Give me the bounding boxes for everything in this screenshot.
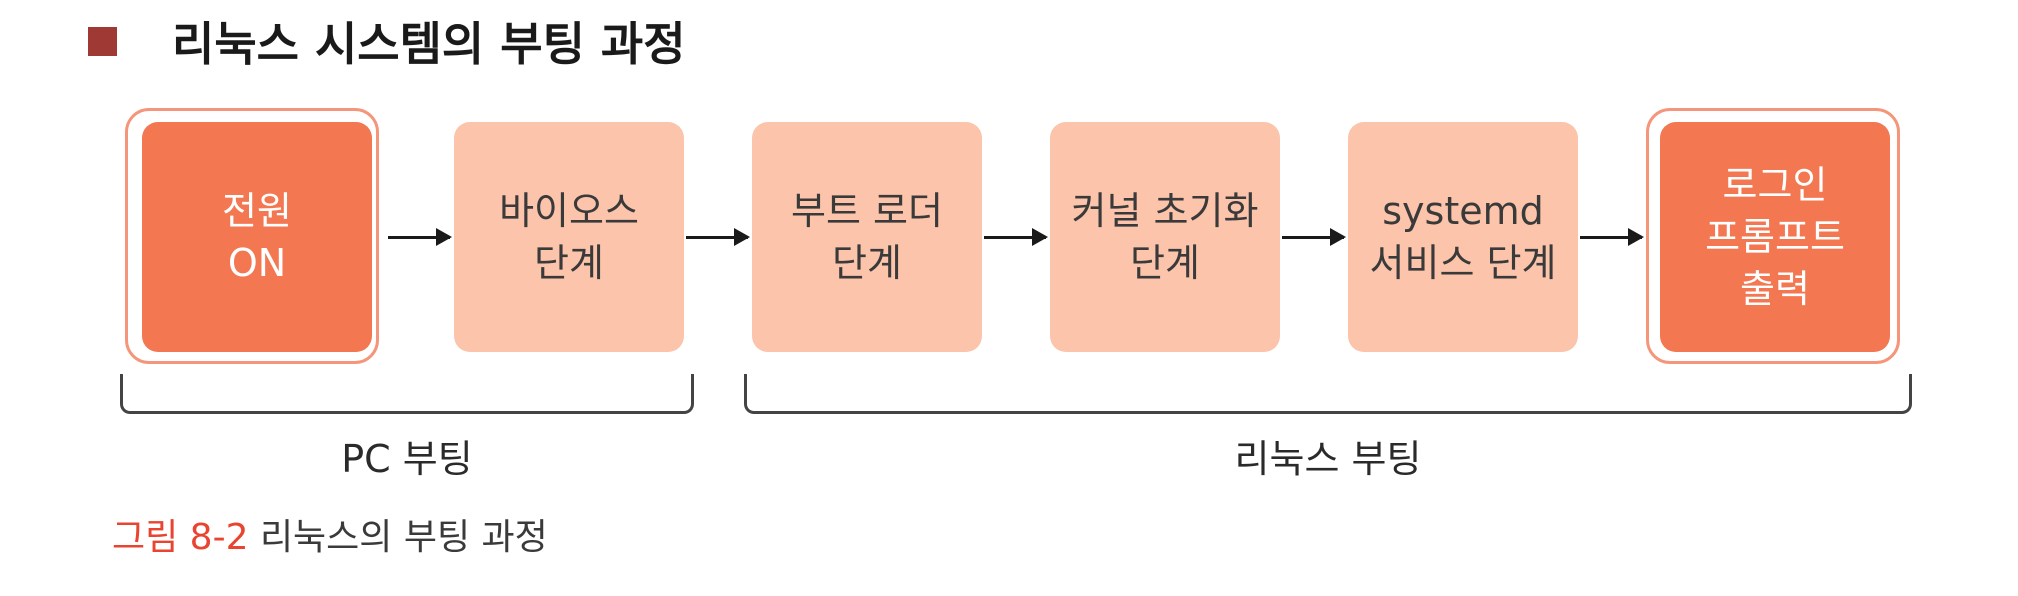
- group-label-linux-boot: 리눅스 부팅: [1234, 437, 1422, 481]
- figure-caption-text: 리눅스의 부팅 과정: [259, 517, 548, 558]
- flow-arrow: [1282, 228, 1346, 246]
- step-line: 프롬프트: [1705, 215, 1845, 259]
- flow-arrow: [388, 228, 452, 246]
- step-line: 출력: [1740, 267, 1810, 311]
- step-line: 단계: [1130, 241, 1200, 285]
- figure-number: 그림 8-2: [112, 517, 249, 558]
- group-brace-linux-boot: [744, 374, 1912, 414]
- flow-arrow: [984, 228, 1048, 246]
- step-frame-login-prompt: [1646, 108, 1900, 364]
- step-bios: 바이오스 단계: [454, 122, 684, 352]
- group-label-pc-boot: PC 부팅: [341, 437, 473, 481]
- step-power-on: 전원 ON: [142, 122, 372, 352]
- figure-caption: 그림 8-2 리눅스의 부팅 과정: [112, 508, 548, 568]
- flow-arrow: [686, 228, 750, 246]
- step-line: 단계: [534, 241, 604, 285]
- step-line: systemd: [1382, 189, 1544, 233]
- step-boot-loader: 부트 로더 단계: [752, 122, 982, 352]
- step-kernel-init: 커널 초기화 단계: [1050, 122, 1280, 352]
- flow-arrow: [1580, 228, 1644, 246]
- step-line: 부트 로더: [791, 189, 943, 233]
- step-line: 로그인: [1722, 163, 1828, 207]
- group-brace-pc-boot: [120, 374, 694, 414]
- step-systemd: systemd 서비스 단계: [1348, 122, 1578, 352]
- step-line: ON: [227, 241, 287, 285]
- step-line: 전원: [222, 189, 292, 233]
- step-line: 커널 초기화: [1071, 189, 1259, 233]
- step-line: 서비스 단계: [1369, 241, 1557, 285]
- step-line: 바이오스: [499, 189, 639, 233]
- step-login-prompt: 로그인 프롬프트 출력: [1660, 122, 1890, 352]
- step-frame-power-on: [125, 108, 379, 364]
- step-line: 단계: [832, 241, 902, 285]
- page-title: 리눅스 시스템의 부팅 과정: [172, 17, 686, 71]
- title-bullet-square: [88, 27, 117, 56]
